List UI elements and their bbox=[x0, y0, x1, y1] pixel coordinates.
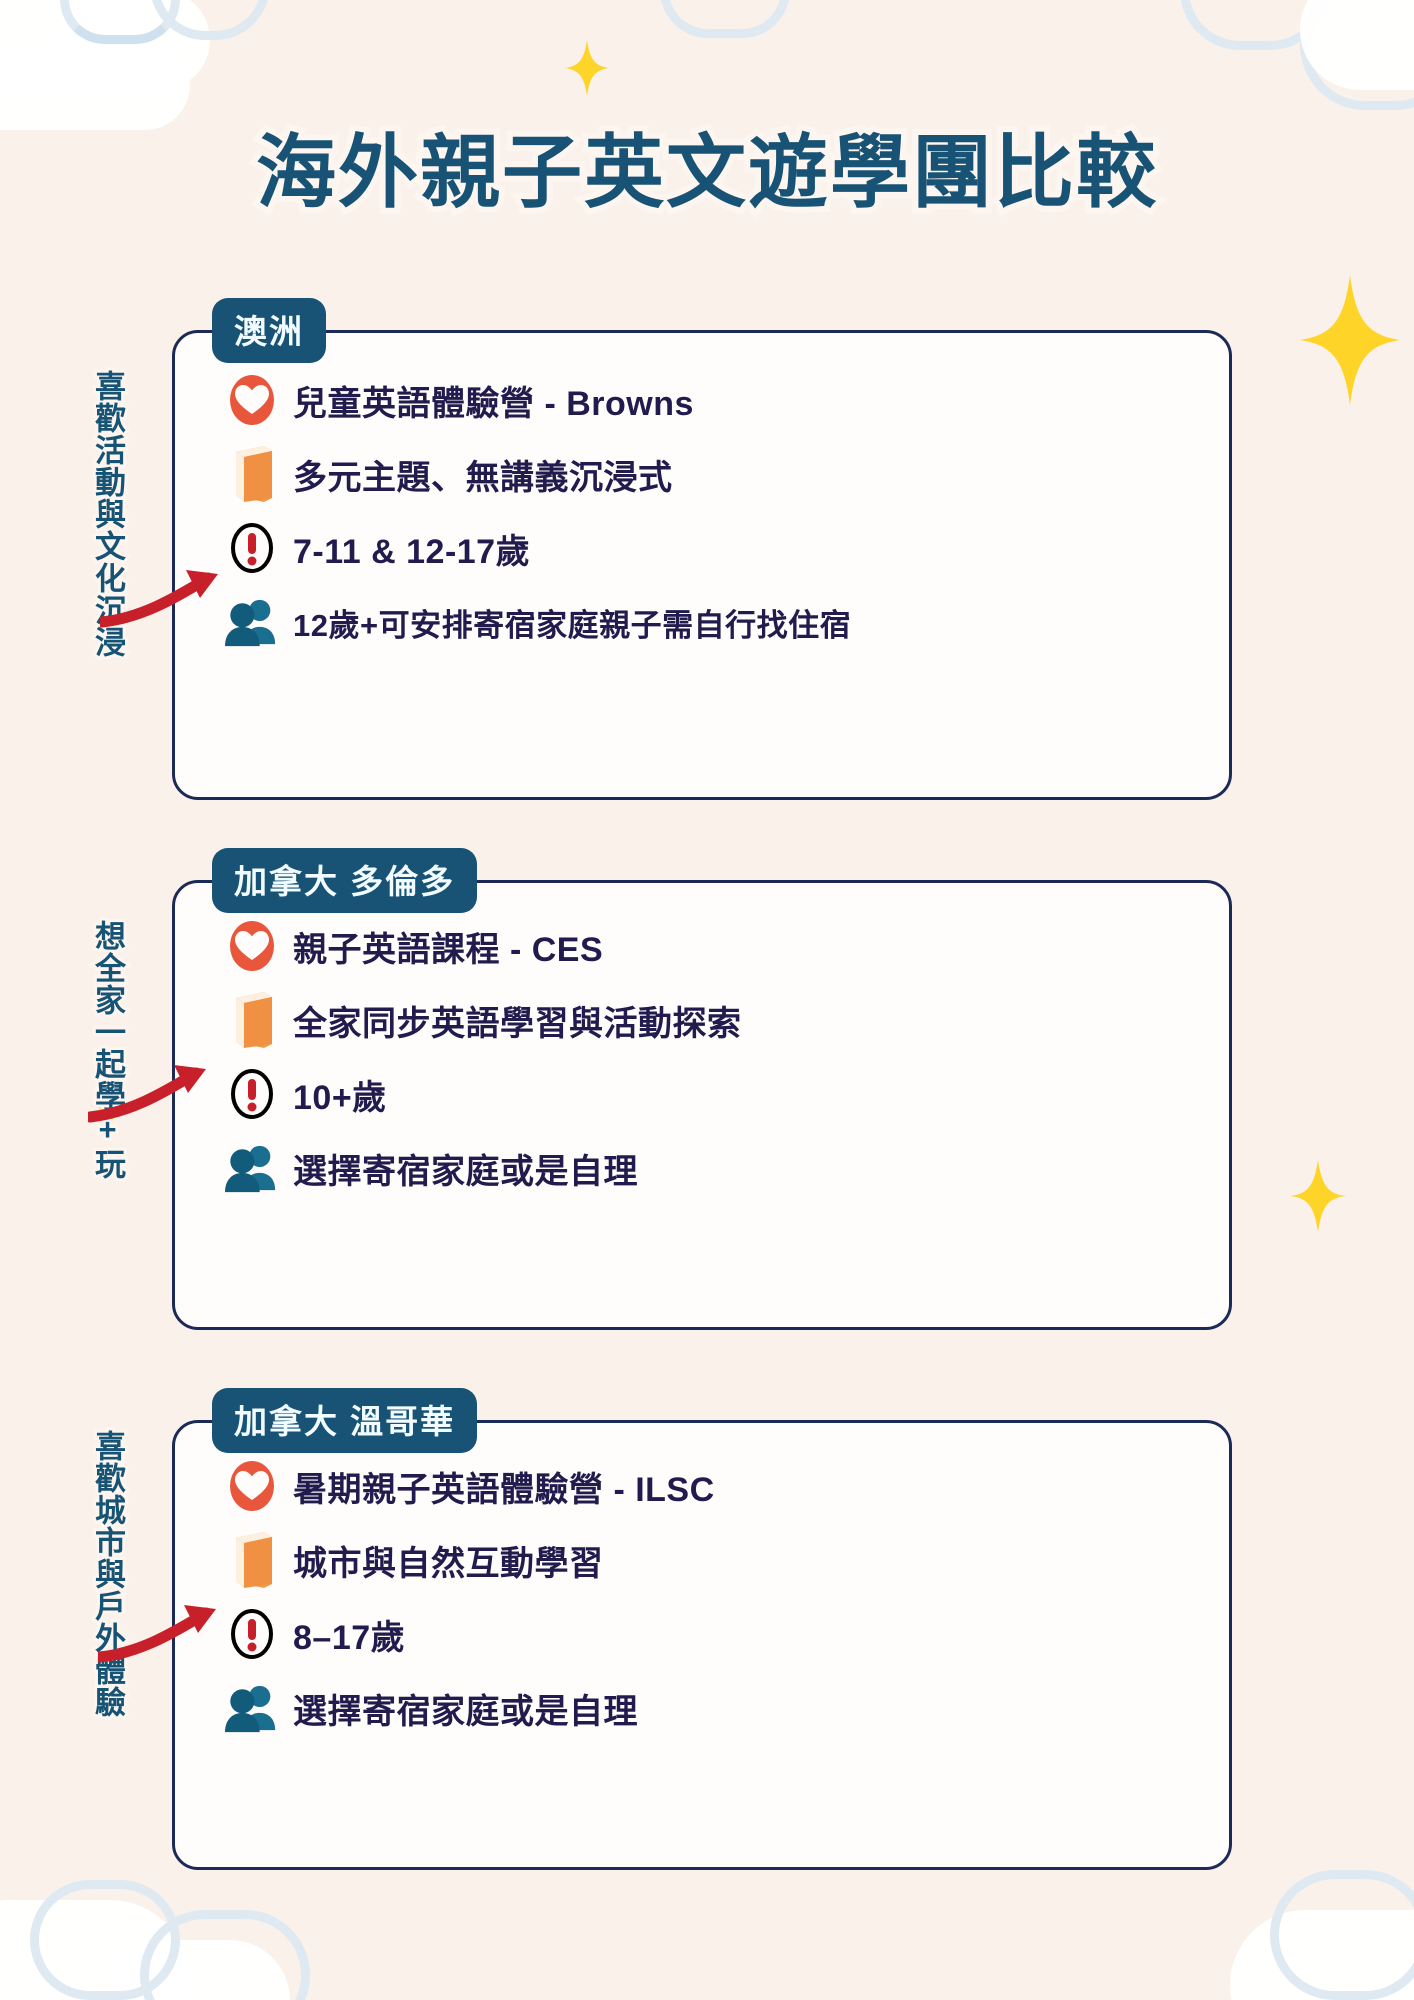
side-label-activities: 喜歡活動與文化沉浸 bbox=[87, 367, 128, 661]
people-icon bbox=[225, 1681, 279, 1735]
people-icon bbox=[225, 1141, 279, 1195]
card-row: 全家同步英語學習與活動探索 bbox=[225, 992, 1211, 1048]
book-icon bbox=[225, 992, 279, 1048]
card-row-text: 選擇寄宿家庭或是自理 bbox=[293, 1152, 638, 1191]
card-row: 多元主題、無講義沉浸式 bbox=[225, 446, 1211, 502]
side-label-city-outdoor: 喜歡城市與戶外體驗 bbox=[87, 1427, 128, 1721]
card-badge-vancouver: 加拿大 溫哥華 bbox=[212, 1388, 478, 1453]
card-row: 城市與自然互動學習 bbox=[225, 1532, 1211, 1588]
card-row-text: 暑期親子英語體驗營 - ILSC bbox=[293, 1470, 715, 1509]
book-icon bbox=[225, 1532, 279, 1588]
cloud-outline-shape bbox=[660, 0, 790, 38]
star-icon bbox=[565, 40, 609, 96]
card-badge-australia: 澳洲 bbox=[212, 298, 326, 363]
card-row: 暑期親子英語體驗營 - ILSC bbox=[225, 1459, 1211, 1513]
pointer-arrow-icon bbox=[98, 1595, 228, 1665]
card-row-text: 7-11 & 12-17歲 bbox=[293, 532, 531, 571]
card-row: 選擇寄宿家庭或是自理 bbox=[225, 1681, 1211, 1735]
comparison-card-vancouver[interactable]: 暑期親子英語體驗營 - ILSC 城市與自然互動學習 8–17歲 選擇寄宿家庭或… bbox=[172, 1420, 1232, 1870]
exclamation-icon bbox=[225, 521, 279, 575]
heart-icon bbox=[225, 919, 279, 973]
heart-icon bbox=[225, 1459, 279, 1513]
side-label-family: 想全家一起學+玩 bbox=[87, 917, 128, 1183]
exclamation-icon bbox=[225, 1607, 279, 1661]
card-row-text: 8–17歲 bbox=[293, 1618, 406, 1657]
comparison-card-australia[interactable]: 兒童英語體驗營 - Browns 多元主題、無講義沉浸式 7-11 & 12-1… bbox=[172, 330, 1232, 800]
star-icon bbox=[1290, 1160, 1346, 1232]
card-row: 選擇寄宿家庭或是自理 bbox=[225, 1141, 1211, 1195]
card-row: 10+歲 bbox=[225, 1067, 1211, 1121]
page-title-wrapper: 海外親子英文遊學團比較 bbox=[0, 108, 1414, 224]
people-icon bbox=[225, 595, 279, 649]
card-rows: 暑期親子英語體驗營 - ILSC 城市與自然互動學習 8–17歲 選擇寄宿家庭或… bbox=[225, 1459, 1211, 1735]
book-icon bbox=[225, 446, 279, 502]
card-row-text: 多元主題、無講義沉浸式 bbox=[293, 458, 673, 497]
card-badge-toronto: 加拿大 多倫多 bbox=[212, 848, 478, 913]
card-row: 12歲+可安排寄宿家庭親子需自行找住宿 bbox=[225, 595, 1211, 649]
pointer-arrow-icon bbox=[88, 1055, 218, 1125]
card-row-text: 親子英語課程 - CES bbox=[293, 930, 604, 969]
cloud-outline-shape bbox=[140, 1910, 310, 2000]
card-row-text: 12歲+可安排寄宿家庭親子需自行找住宿 bbox=[293, 607, 852, 643]
card-rows: 親子英語課程 - CES 全家同步英語學習與活動探索 10+歲 選擇寄宿家庭或是… bbox=[225, 919, 1211, 1195]
exclamation-icon bbox=[225, 1067, 279, 1121]
card-row-text: 選擇寄宿家庭或是自理 bbox=[293, 1692, 638, 1731]
card-row-text: 全家同步英語學習與活動探索 bbox=[293, 1004, 742, 1043]
star-icon bbox=[90, 1080, 130, 1132]
cloud-shape bbox=[0, 40, 190, 130]
card-row-text: 10+歲 bbox=[293, 1078, 387, 1117]
star-icon bbox=[1300, 275, 1400, 405]
comparison-card-toronto[interactable]: 親子英語課程 - CES 全家同步英語學習與活動探索 10+歲 選擇寄宿家庭或是… bbox=[172, 880, 1232, 1330]
heart-icon bbox=[225, 373, 279, 427]
pointer-arrow-icon bbox=[100, 560, 230, 630]
card-rows: 兒童英語體驗營 - Browns 多元主題、無講義沉浸式 7-11 & 12-1… bbox=[225, 373, 1211, 649]
cloud-outline-shape bbox=[1270, 1870, 1414, 2000]
card-row-text: 兒童英語體驗營 - Browns bbox=[293, 384, 694, 423]
page-title: 海外親子英文遊學團比較 bbox=[250, 122, 1162, 223]
card-row: 7-11 & 12-17歲 bbox=[225, 521, 1211, 575]
card-row-text: 城市與自然互動學習 bbox=[293, 1544, 604, 1583]
card-row: 8–17歲 bbox=[225, 1607, 1211, 1661]
card-row: 親子英語課程 - CES bbox=[225, 919, 1211, 973]
card-row: 兒童英語體驗營 - Browns bbox=[225, 373, 1211, 427]
